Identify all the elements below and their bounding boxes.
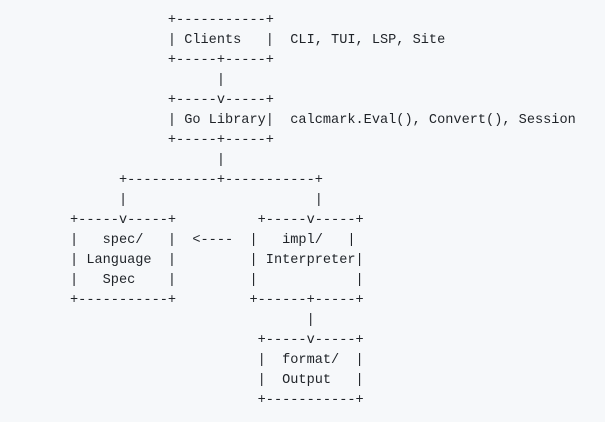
architecture-ascii-diagram: +-----------+ | Clients | CLI, TUI, LSP,… [70, 13, 576, 408]
